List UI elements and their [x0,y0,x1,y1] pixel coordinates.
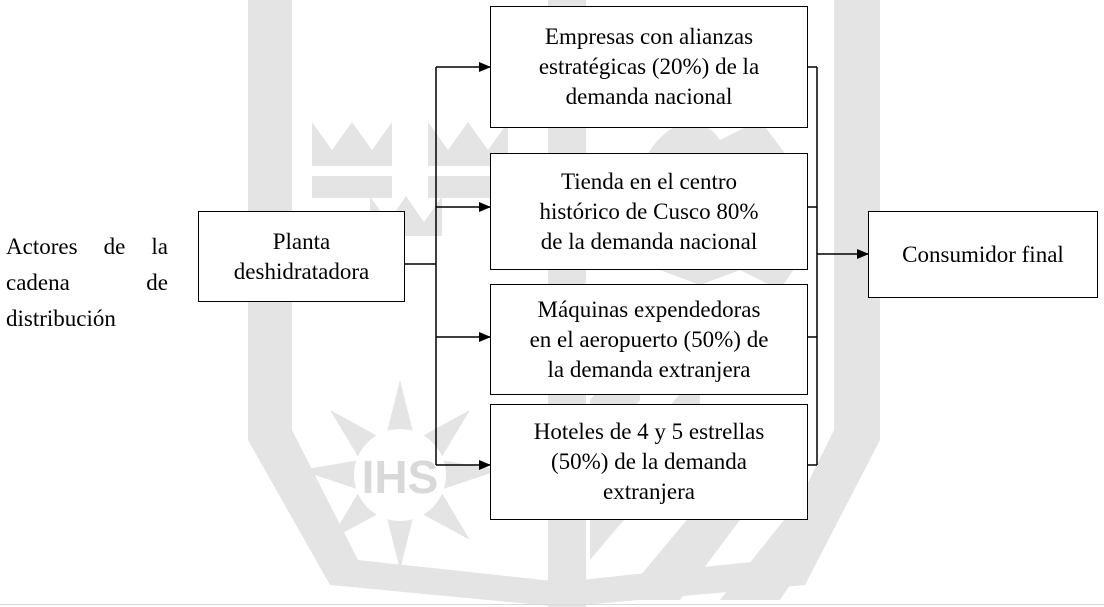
distribution-actors-label: Actores de la cadena de distribución [6,229,168,337]
label-line-2: cadena de [6,270,168,295]
crown-right-icon [428,122,508,198]
watermark-ihs-text: IHS [362,451,439,503]
page-bottom-rule [0,604,1104,605]
airport-vending-node: Máquinas expendedoras en el aeropuerto (… [490,284,808,395]
hotels-node: Hoteles de 4 y 5 estrellas (50%) de la d… [490,404,808,520]
final-consumer-node: Consumidor final [868,211,1098,298]
crown-left-icon [312,122,392,198]
label-line-1: Actores de la [6,234,168,259]
label-line-3: distribución [6,306,116,331]
dehydration-plant-node: Planta deshidratadora [198,211,405,302]
cusco-store-node: Tienda en el centro histórico de Cusco 8… [490,153,808,270]
strategic-alliances-node: Empresas con alianzas estratégicas (20%)… [490,6,808,128]
